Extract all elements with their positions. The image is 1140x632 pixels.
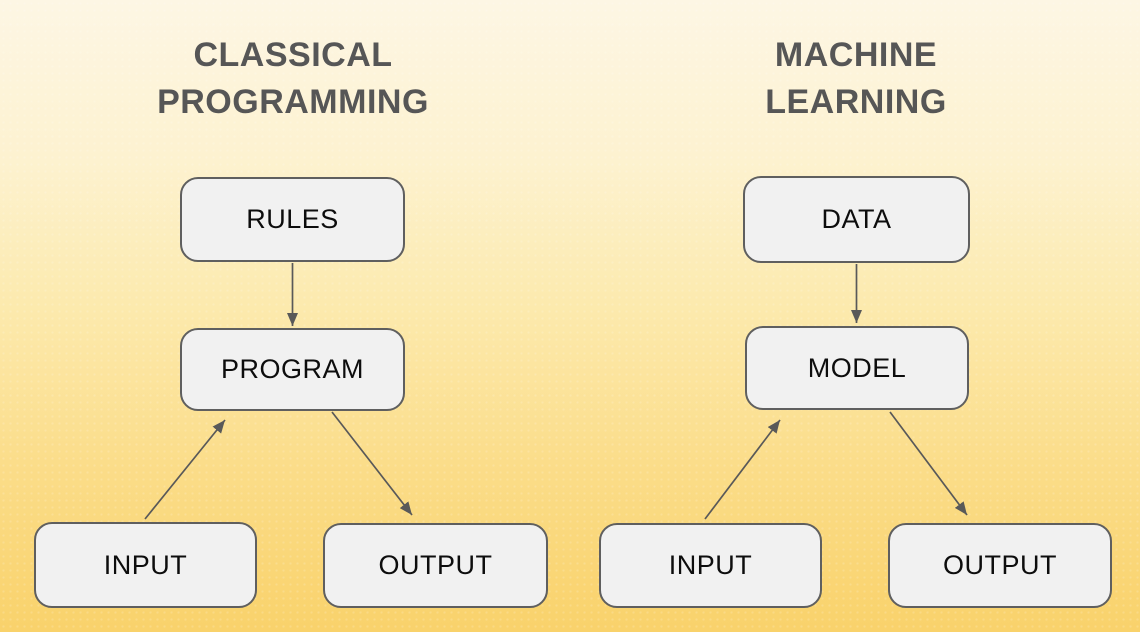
node-label: OUTPUT [378,550,493,580]
title-line: CLASSICAL [193,36,393,74]
node-output-classical: OUTPUT [323,523,548,608]
node-label: OUTPUT [943,550,1057,580]
node-model: MODEL [745,326,969,410]
node-label: INPUT [103,549,188,580]
node-label: MODEL [807,352,907,383]
arrow-input-to-program [144,419,226,520]
node-label: RULES [246,204,339,234]
node-input-classical: INPUT [34,522,257,608]
node-program: PROGRAM [180,328,405,411]
arrow-model-to-output [889,411,968,516]
title-line: MACHINE [774,36,938,74]
arrow-input-to-model [704,419,781,520]
arrow-program-to-output [331,411,413,516]
title-line: LEARNING [765,83,947,121]
node-input-ml: INPUT [599,523,822,608]
node-output-ml: OUTPUT [888,523,1112,608]
title-line: PROGRAMMING [157,83,429,121]
right-column-title: MACHINE LEARNING [656,32,1056,126]
node-data: DATA [743,176,970,263]
left-column-title: CLASSICAL PROGRAMMING [93,32,493,126]
node-label: INPUT [668,550,753,580]
node-label: PROGRAM [220,354,364,384]
node-rules: RULES [180,177,405,262]
node-label: DATA [821,204,892,234]
